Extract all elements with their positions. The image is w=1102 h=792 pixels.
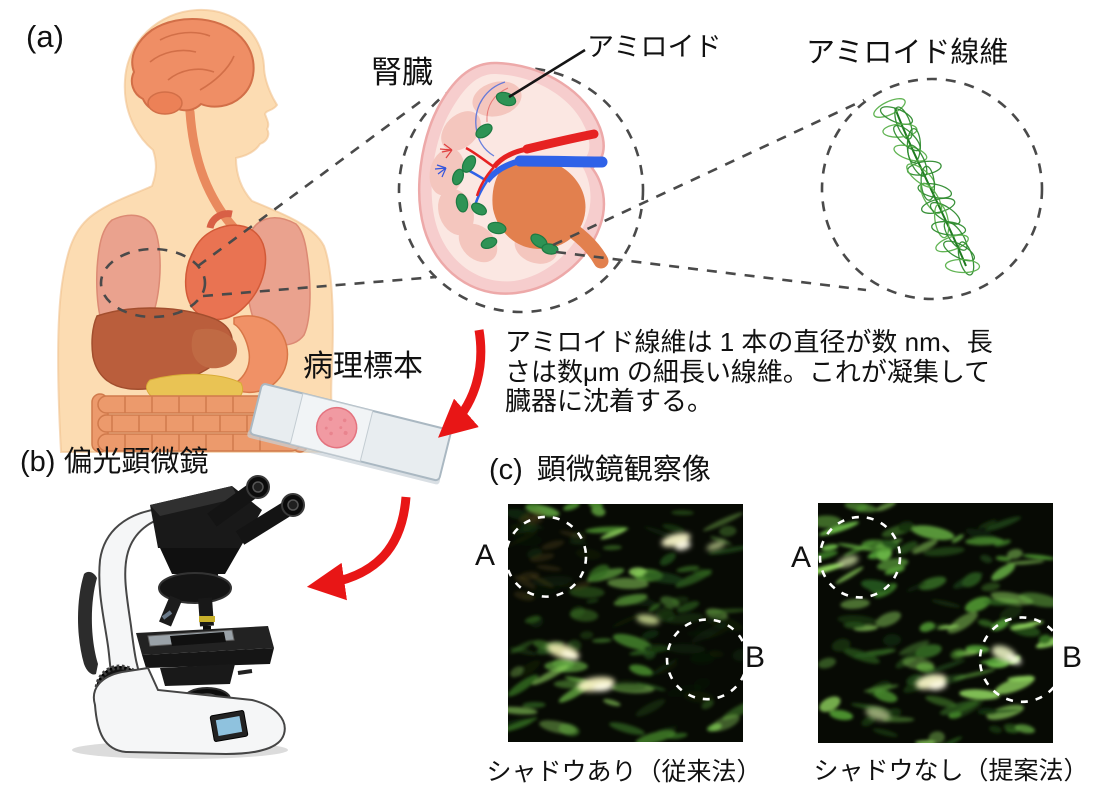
- caption-proposed: シャドウなし（提案法）: [813, 757, 1089, 785]
- arrow-to-slide: [438, 329, 486, 438]
- caption-conventional: シャドウあり（従来法）: [486, 758, 762, 786]
- marker-b-right: B: [1062, 641, 1083, 674]
- cerebellum: [147, 91, 183, 115]
- stomach: [229, 315, 289, 394]
- specimen-tissue: [315, 406, 358, 449]
- micrograph-conventional: [508, 504, 743, 742]
- kidney-label: 腎臓: [371, 55, 433, 90]
- eyepieces: [207, 475, 305, 545]
- zoom-annotations: [99, 66, 645, 319]
- panel-c-title: (c) 顕微鏡観察像: [489, 454, 711, 487]
- marker-b-left: B: [745, 641, 766, 674]
- panel-c-label: (c): [489, 454, 523, 486]
- kidney-illustration: [418, 61, 609, 295]
- amyloid-label: アミロイド: [587, 32, 722, 62]
- microscope-illustration: [72, 475, 305, 759]
- region-a-circle: [508, 515, 588, 598]
- description-line: さは数μm の細長い線維。これが凝集して: [505, 356, 991, 387]
- human-body-illustration: [57, 8, 336, 453]
- capillary-cluster: [434, 143, 453, 178]
- fibril-zoom-annotation: [552, 77, 1044, 301]
- pathology-slide: [247, 383, 452, 485]
- amyloid-fibril-illustration: [873, 98, 981, 276]
- microscope-blade: [78, 571, 98, 675]
- amyloid-fibril-label: アミロイド線維: [806, 37, 1009, 69]
- amyloid-pointer-line: [508, 48, 586, 99]
- description-line: 臓器に沈着する。: [505, 386, 714, 416]
- region-a-circle: [818, 515, 902, 599]
- intestines: [91, 393, 309, 453]
- panel-b-title: (b)偏光顕微鏡: [20, 446, 209, 479]
- amyloid-deposits: [451, 91, 559, 255]
- marker-a-right: A: [791, 541, 812, 574]
- region-b-circle: [665, 618, 743, 701]
- fibril-zoom-circle: [820, 77, 1044, 301]
- micrograph-proposed: [818, 503, 1053, 743]
- body-zoom-ellipse: [99, 247, 207, 319]
- specimen-label: 病理標本: [303, 350, 423, 383]
- nosepiece-turret: [158, 572, 232, 604]
- arrow-to-microscope: [306, 496, 411, 601]
- panel-a-label: (a): [26, 19, 64, 54]
- renal-artery: [522, 129, 599, 154]
- base-screen: [209, 710, 249, 742]
- region-b-circle: [978, 616, 1053, 704]
- panel-c-title-text: 顕微鏡観察像: [536, 454, 711, 486]
- panel-b-label: (b): [20, 446, 56, 478]
- description-line: アミロイド線維は 1 本の直径が数 nm、長: [505, 327, 993, 357]
- brain: [130, 18, 255, 113]
- marker-a-left: A: [475, 539, 496, 572]
- panel-b-title-text: 偏光顕微鏡: [63, 446, 209, 478]
- fibril-description: アミロイド線維は 1 本の直径が数 nm、長 さは数μm の細長い線維。これが凝…: [505, 327, 993, 417]
- renal-vein: [514, 155, 608, 168]
